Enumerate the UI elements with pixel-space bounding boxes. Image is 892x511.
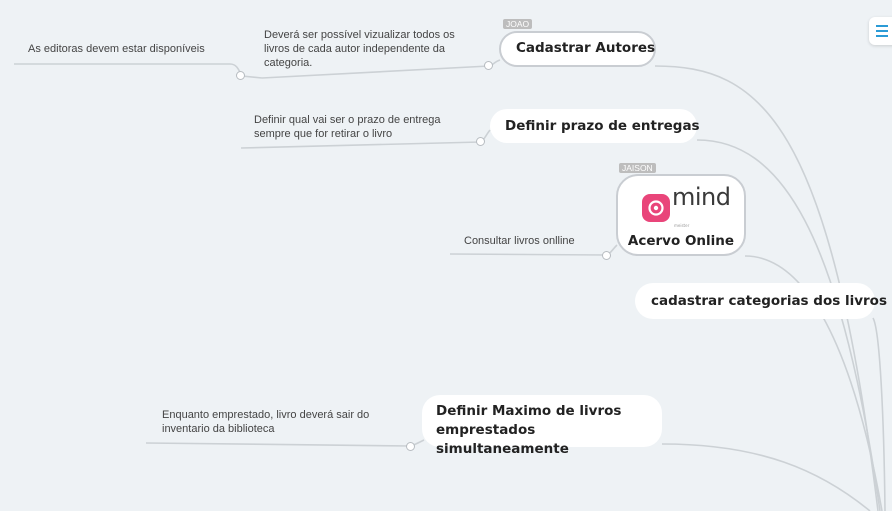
author-tag-joao: JOAO [503, 19, 533, 29]
hamburger-menu-icon-bar [876, 35, 888, 37]
logo-subtext: meister [674, 223, 690, 228]
note-line: categoria. [264, 57, 313, 69]
note-line: sempre que for retirar o livro [254, 128, 393, 140]
node-label-line: emprestados simultaneamente [436, 422, 569, 457]
connector-handle[interactable] [406, 442, 415, 451]
note-line: inventario da biblioteca [162, 423, 275, 435]
note-line: Enquanto emprestado, livro deverá sair d… [162, 409, 370, 421]
note-editoras: As editoras devem estar disponíveis [28, 43, 205, 55]
node-label: Acervo Online [627, 233, 735, 249]
note-line: Definir qual vai ser o prazo de entrega [254, 114, 441, 126]
node-definir-prazo[interactable]: Definir prazo de entregas [490, 109, 700, 143]
connector-handle[interactable] [602, 251, 611, 260]
node-cadastrar-categorias[interactable]: cadastrar categorias dos livros [635, 283, 887, 319]
logo-text: mind [672, 183, 731, 211]
node-cadastrar-autores[interactable]: Cadastrar Autores [499, 31, 656, 67]
node-acervo-online[interactable]: mind meister Acervo Online [616, 174, 746, 256]
note-prazo: Definir qual vai ser o prazo de entrega … [254, 113, 441, 141]
hamburger-menu-icon-bar [876, 30, 888, 32]
author-tag-jaison: JAISON [619, 163, 656, 173]
note-visualizar-autores: Deverá ser possível vizualizar todos os … [264, 28, 455, 70]
mindmeister-logo-icon [642, 194, 670, 222]
note-line: livros de cada autor independente da [264, 43, 446, 55]
note-consultar: Consultar livros onlline [464, 235, 575, 247]
node-label-line: Definir Maximo de livros [436, 403, 622, 419]
connector-handle[interactable] [484, 61, 493, 70]
menu-button[interactable] [869, 17, 892, 45]
note-inventario: Enquanto emprestado, livro deverá sair d… [162, 408, 369, 436]
node-definir-maximo[interactable]: Definir Maximo de livros emprestados sim… [422, 395, 662, 457]
connector-handle[interactable] [476, 137, 485, 146]
hamburger-menu-icon [876, 25, 888, 27]
mindmeister-logo: mind meister [642, 185, 746, 228]
note-line: Deverá ser possível vizualizar todos os [264, 29, 455, 41]
connector-handle[interactable] [236, 71, 245, 80]
